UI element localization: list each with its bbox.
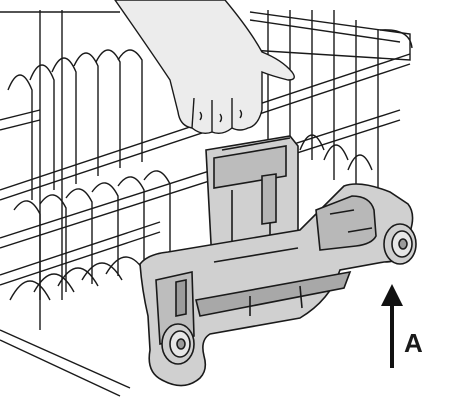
hand-icon — [114, 0, 295, 135]
up-arrow-icon — [381, 284, 403, 368]
roller-wheel-left-icon — [161, 323, 195, 365]
roller-wheel-right-icon — [383, 223, 417, 265]
upper-basket-adjuster-icon — [139, 135, 414, 387]
callout-label-a: A — [404, 328, 423, 358]
